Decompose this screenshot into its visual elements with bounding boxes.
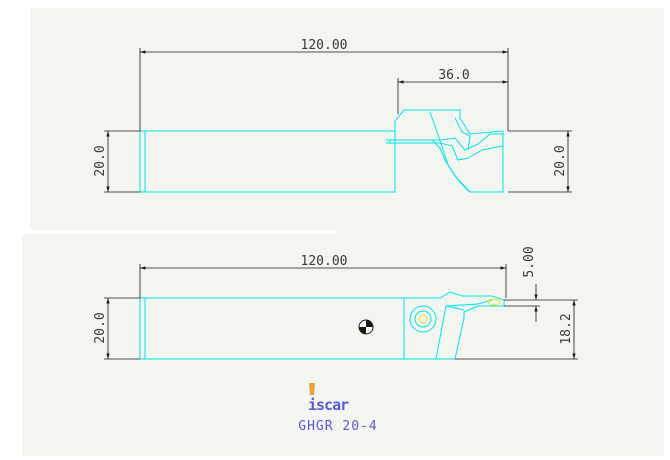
front-view: 120.00 20.0 5.00 18.2 (93, 246, 578, 360)
brand-logo: iscar (308, 383, 350, 414)
front-blade-line (445, 299, 493, 307)
top-view: 120.00 36.0 20.0 20.0 (93, 38, 572, 193)
front-length-label: 120.00 (301, 254, 348, 269)
top-blade-slot (386, 133, 503, 151)
top-head-outline (389, 109, 504, 193)
sheet-panel-bottom (22, 234, 664, 456)
front-width-label: 20.0 (93, 312, 108, 343)
top-clamp-curve (429, 111, 471, 193)
front-offset-label: 5.00 (522, 246, 537, 277)
front-height-label: 18.2 (559, 313, 574, 344)
top-height-right-label: 20.0 (553, 145, 568, 176)
front-insert-tip (487, 298, 501, 306)
top-blade-slot-lower (386, 142, 504, 161)
front-clamp-line (435, 305, 465, 360)
model-label: GHGR 20-4 (298, 419, 377, 434)
top-height-left-label: 20.0 (93, 145, 108, 176)
sheet-panel-top (30, 8, 336, 230)
top-head-inner (454, 117, 471, 151)
front-screw-center (418, 314, 428, 324)
front-screw-outer (409, 305, 437, 333)
sheet-panel-right (336, 8, 664, 234)
front-screw-mid (414, 310, 432, 328)
top-shank-outline (139, 130, 396, 193)
center-of-gravity-icon (358, 319, 374, 335)
top-head-length-label: 36.0 (438, 68, 469, 83)
brand-logo-text: iscar (308, 396, 349, 414)
top-length-label: 120.00 (301, 38, 348, 53)
